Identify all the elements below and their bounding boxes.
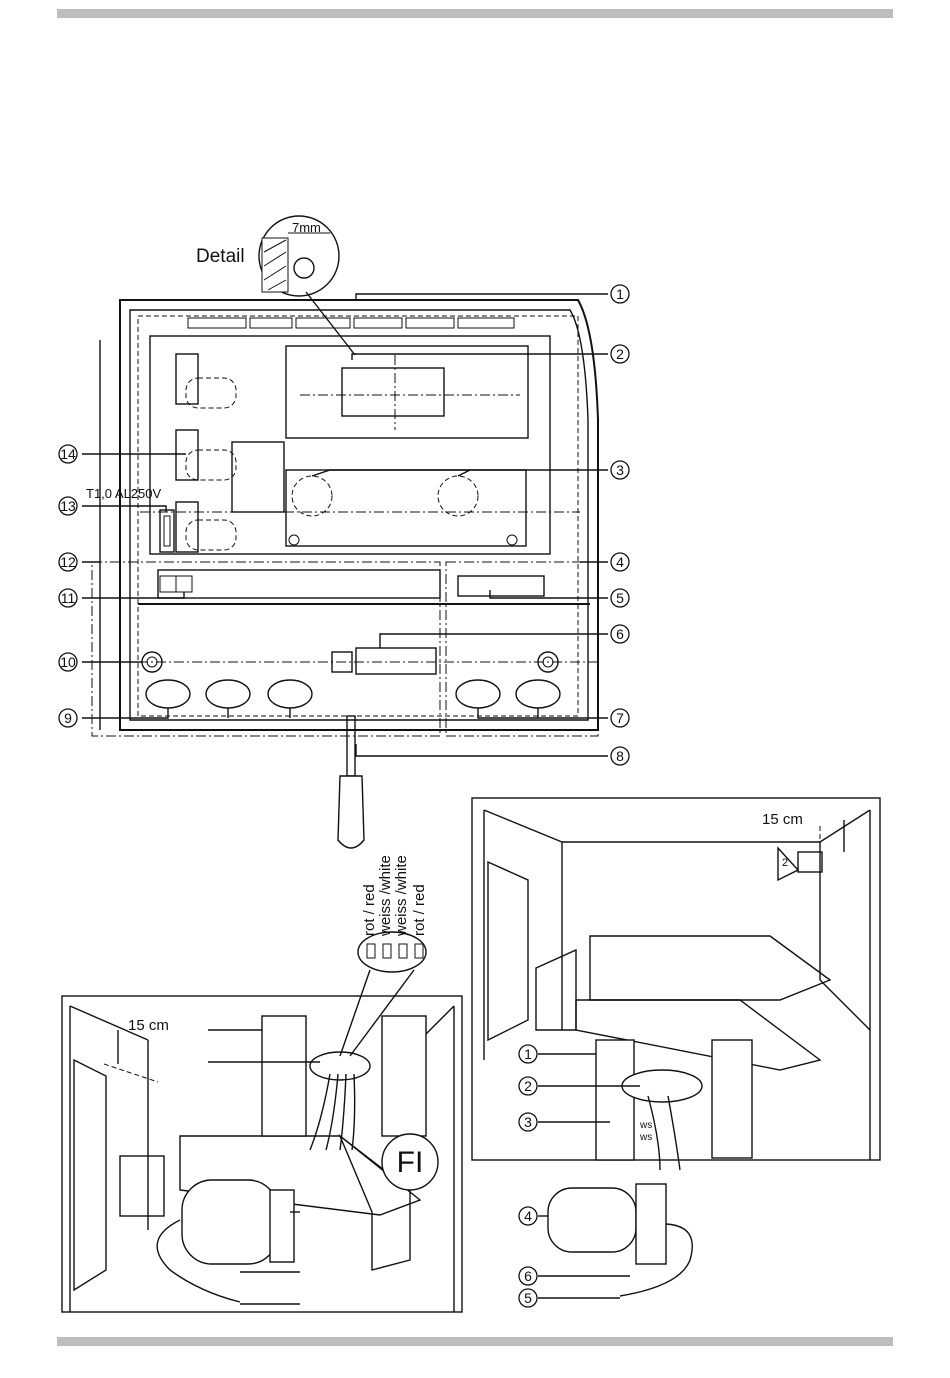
- wire-color-1: rot / red: [361, 884, 378, 936]
- callout-5: 5: [611, 589, 629, 607]
- svg-text:10: 10: [60, 654, 76, 670]
- callout-3: 3: [611, 461, 629, 479]
- right-height-label: 15 cm: [762, 811, 803, 828]
- wire-label-ws-2: ws: [639, 1132, 652, 1143]
- callout-2: 2: [611, 345, 629, 363]
- wire-color-labels: rot / red weiss /white weiss /white rot …: [361, 855, 428, 937]
- fi-label: FI: [397, 1146, 424, 1179]
- wire-color-3: weiss /white: [393, 855, 410, 937]
- svg-text:2: 2: [616, 346, 624, 362]
- svg-text:2: 2: [524, 1078, 532, 1094]
- callout-4: 4: [611, 553, 629, 571]
- svg-text:13: 13: [60, 498, 76, 514]
- top-vents: [188, 318, 514, 328]
- control-unit-drawing: [92, 300, 600, 848]
- svg-text:12: 12: [60, 554, 76, 570]
- right-callout-6: 6: [519, 1267, 537, 1285]
- wire-color-4: rot / red: [411, 884, 428, 936]
- callout-8: 8: [611, 747, 629, 765]
- right-sensor-marker: 2: [782, 857, 788, 869]
- wire-label-ws-1: ws: [639, 1120, 652, 1131]
- right-callout-1: 1: [519, 1045, 537, 1063]
- callout-14: 14: [59, 445, 77, 463]
- svg-text:11: 11: [61, 590, 76, 606]
- callout-11: 11: [59, 589, 77, 607]
- fuse-rating-label: T1,0 AL250V: [86, 486, 161, 501]
- callout-leaders: [82, 294, 608, 756]
- detail-inset: Detail 7mm: [196, 216, 355, 355]
- callout-10: 10: [59, 653, 77, 671]
- svg-text:3: 3: [616, 462, 624, 478]
- svg-text:1: 1: [524, 1046, 532, 1062]
- sauna-room-left: 15 cm FI: [62, 932, 462, 1312]
- left-height-label: 15 cm: [128, 1017, 169, 1034]
- right-callout-2: 2: [519, 1077, 537, 1095]
- callout-6: 6: [611, 625, 629, 643]
- svg-text:9: 9: [64, 710, 72, 726]
- callout-7: 7: [611, 709, 629, 727]
- terminal-block-mains: [158, 570, 440, 598]
- cable-glands: [146, 680, 560, 708]
- callout-9: 9: [59, 709, 77, 727]
- detail-label: Detail: [196, 246, 245, 267]
- svg-text:5: 5: [524, 1290, 532, 1306]
- terminal-block-sensor: [458, 576, 544, 596]
- callout-1: 1: [611, 285, 629, 303]
- svg-text:8: 8: [616, 748, 624, 764]
- right-callout-4: 4: [519, 1207, 537, 1225]
- svg-text:14: 14: [60, 446, 76, 462]
- callout-12: 12: [59, 553, 77, 571]
- wire-color-2: weiss /white: [377, 855, 394, 937]
- callout-13: 13: [59, 497, 77, 515]
- right-callout-3: 3: [519, 1113, 537, 1131]
- svg-text:1: 1: [616, 286, 624, 302]
- detail-dimension: 7mm: [292, 220, 321, 235]
- right-callout-5: 5: [519, 1289, 537, 1307]
- svg-text:5: 5: [616, 590, 624, 606]
- svg-text:3: 3: [524, 1114, 532, 1130]
- svg-text:7: 7: [616, 710, 624, 726]
- svg-text:6: 6: [616, 626, 624, 642]
- svg-text:4: 4: [524, 1208, 532, 1224]
- svg-text:6: 6: [524, 1268, 532, 1284]
- svg-text:4: 4: [616, 554, 624, 570]
